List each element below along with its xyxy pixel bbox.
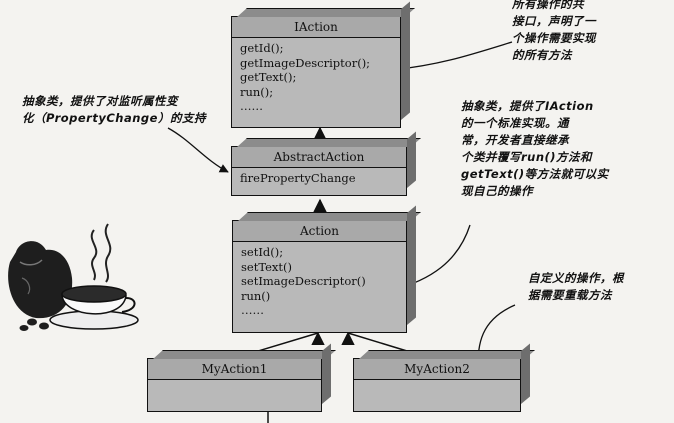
method: setImageDescriptor() [241, 274, 366, 288]
method: getId(); [240, 41, 284, 55]
action-title: Action [233, 221, 406, 242]
iaction-title: IAction [232, 17, 400, 38]
abstractaction-title: AbstractAction [232, 147, 406, 168]
note-iaction: 所有操作的共 接口，声明了一 个操作需要实现 的所有方法 [512, 0, 596, 62]
method: …… [241, 303, 264, 317]
myaction1-title: MyAction1 [148, 359, 321, 380]
myaction2-title: MyAction2 [354, 359, 520, 380]
note-myaction: 自定义的操作，根 据需要重载方法 [528, 271, 624, 302]
method: getImageDescriptor(); [240, 55, 371, 70]
action-methods: setId(); setText() setImageDescriptor() … [233, 242, 406, 321]
method: firePropertyChange [240, 171, 356, 185]
abstractaction-methods: firePropertyChange [232, 168, 406, 189]
method: setText() [241, 259, 292, 274]
note-action: 抽象类，提供了IAction 的一个标准实现。通 常，开发者直接继承 个类并覆写… [461, 99, 609, 198]
method: setId(); [241, 245, 284, 259]
note-abstractaction: 抽象类，提供了对监听属性变 化（PropertyChange）的支持 [22, 94, 206, 125]
method: run() [241, 288, 271, 303]
method: run(); [240, 84, 274, 99]
iaction-methods: getId(); getImageDescriptor(); getText()… [232, 38, 400, 117]
abstractaction-box: AbstractAction firePropertyChange [231, 131, 421, 196]
arrow-top-right [391, 41, 513, 74]
coffee-cup-illustration [8, 223, 139, 331]
action-box: Action setId(); setText() setImageDescri… [232, 205, 421, 333]
method: …… [240, 99, 263, 113]
iaction-box: IAction getId(); getImageDescriptor(); g… [231, 1, 415, 128]
myaction1-box: MyAction1 [147, 343, 336, 412]
myaction2-box: MyAction2 [353, 343, 535, 412]
method: getText(); [240, 70, 297, 84]
arrow-left [167, 127, 229, 173]
